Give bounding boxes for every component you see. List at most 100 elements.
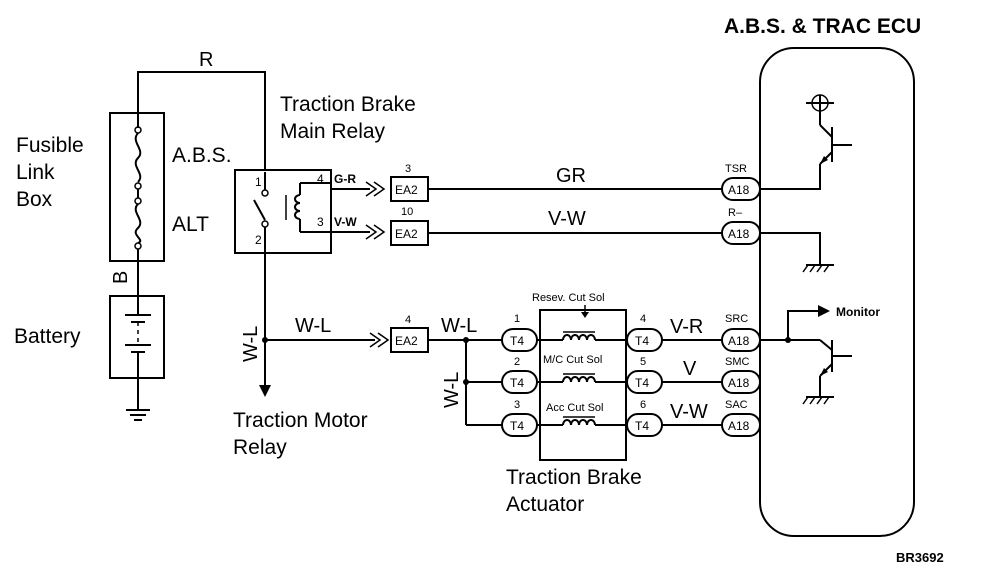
svg-text:3: 3 <box>405 163 411 175</box>
svg-text:GR: GR <box>556 165 586 187</box>
traction-brake-main-relay-label: Traction Brake Main Relay <box>280 93 416 143</box>
wire-wl: W-L <box>265 315 390 348</box>
svg-text:3: 3 <box>317 215 324 229</box>
svg-text:V: V <box>683 358 697 380</box>
traction-motor-relay-label: Traction Motor Relay <box>233 409 368 459</box>
svg-text:EA2: EA2 <box>395 183 418 197</box>
ecu-title: A.B.S. & TRAC ECU <box>724 15 921 38</box>
svg-text:SAC: SAC <box>725 399 748 411</box>
svg-text:Link: Link <box>16 161 55 184</box>
ground-symbol-battery <box>126 378 150 421</box>
svg-text:6: 6 <box>640 399 646 411</box>
svg-text:V-R: V-R <box>670 316 703 338</box>
svg-text:4: 4 <box>317 172 324 186</box>
abs-fuse-label: A.B.S. <box>172 144 232 167</box>
ecu-monitor-transistor <box>760 305 852 405</box>
svg-text:G-R: G-R <box>334 172 356 186</box>
svg-text:Traction Brake: Traction Brake <box>506 466 642 489</box>
traction-brake-actuator: Resev. Cut Sol M/C Cut Sol Acc Cut Sol <box>532 292 627 461</box>
wire-v: V <box>662 358 722 383</box>
svg-text:SMC: SMC <box>725 356 750 368</box>
battery <box>109 295 165 379</box>
connector-a18-src: SRC A18 <box>721 313 761 352</box>
svg-text:W-L: W-L <box>240 326 262 362</box>
battery-label: Battery <box>14 325 81 348</box>
svg-text:Relay: Relay <box>233 436 287 459</box>
svg-text:A18: A18 <box>728 376 750 390</box>
svg-text:T4: T4 <box>510 376 524 390</box>
svg-text:3: 3 <box>514 399 520 411</box>
wire-r: R <box>137 49 266 172</box>
connector-ea2-4: 4 EA2 <box>390 314 429 353</box>
wire-v-w-2: V-W <box>662 401 722 426</box>
connector-t4-3: 3 T4 <box>501 399 538 437</box>
connector-a18-tsr: TSR A18 <box>721 163 761 201</box>
svg-text:SRC: SRC <box>725 313 748 325</box>
ecu-transistor-tsr <box>760 94 852 190</box>
wire-v-r: V-R <box>662 316 722 341</box>
svg-text:A18: A18 <box>728 183 750 197</box>
monitor-label: Monitor <box>836 305 880 319</box>
svg-text:R–: R– <box>728 207 743 219</box>
svg-text:Acc Cut Sol: Acc Cut Sol <box>546 402 603 414</box>
svg-text:10: 10 <box>401 206 413 218</box>
svg-text:Box: Box <box>16 188 53 211</box>
connector-t4-5: 5 T4 <box>626 356 663 394</box>
svg-text:M/C Cut Sol: M/C Cut Sol <box>543 354 602 366</box>
connector-a18-smc: SMC A18 <box>721 356 761 394</box>
traction-brake-actuator-label: Traction Brake Actuator <box>506 466 642 516</box>
ecu-ground-r <box>760 232 834 273</box>
connector-t4-6: 6 T4 <box>626 399 663 437</box>
wire-g-r: G-R <box>331 172 386 197</box>
traction-brake-main-relay: 1 2 4 3 <box>234 169 332 254</box>
svg-text:TSR: TSR <box>725 163 747 175</box>
svg-text:EA2: EA2 <box>395 227 418 241</box>
svg-text:4: 4 <box>640 313 646 325</box>
svg-text:V-W: V-W <box>670 401 708 423</box>
svg-text:5: 5 <box>640 356 646 368</box>
svg-text:T4: T4 <box>510 334 524 348</box>
connector-a18-sac: SAC A18 <box>721 399 761 437</box>
svg-text:T4: T4 <box>635 419 649 433</box>
svg-text:EA2: EA2 <box>395 334 418 348</box>
svg-text:A18: A18 <box>728 334 750 348</box>
svg-text:T4: T4 <box>635 334 649 348</box>
svg-text:1: 1 <box>514 313 520 325</box>
connector-ea2-10: 10 EA2 <box>390 206 429 246</box>
svg-text:2: 2 <box>255 233 262 247</box>
wire-wl-actuator: W-L W-L <box>428 315 502 426</box>
fusible-link-box-label: Fusible Link Box <box>16 134 84 211</box>
svg-text:W-L: W-L <box>295 315 331 337</box>
svg-text:Resev. Cut Sol: Resev. Cut Sol <box>532 292 605 304</box>
svg-text:W-L: W-L <box>441 315 477 337</box>
svg-text:Main Relay: Main Relay <box>280 120 386 143</box>
figure-code: BR3692 <box>896 550 944 565</box>
connector-ea2-3: 3 EA2 <box>390 163 429 202</box>
svg-text:T4: T4 <box>635 376 649 390</box>
svg-text:V-W: V-W <box>334 215 357 229</box>
svg-text:Actuator: Actuator <box>506 493 584 516</box>
connector-t4-2: 2 T4 <box>501 356 538 394</box>
svg-text:R: R <box>199 49 213 71</box>
alt-fuse-label: ALT <box>172 213 209 236</box>
svg-text:Traction Motor: Traction Motor <box>233 409 368 432</box>
svg-text:Fusible: Fusible <box>16 134 84 157</box>
svg-text:2: 2 <box>514 356 520 368</box>
wire-v-w-small: V-W <box>331 215 386 240</box>
fusible-link-box <box>109 112 165 262</box>
ecu-box <box>759 47 915 537</box>
svg-text:A18: A18 <box>728 419 750 433</box>
svg-text:W-L: W-L <box>441 372 463 408</box>
connector-t4-1: 1 T4 <box>501 313 538 352</box>
svg-text:A18: A18 <box>728 227 750 241</box>
wire-vw: V-W <box>428 208 722 234</box>
svg-text:T4: T4 <box>510 419 524 433</box>
svg-text:1: 1 <box>255 175 262 189</box>
wire-wl-vertical: W-L <box>240 253 271 397</box>
connector-a18-r: R– A18 <box>721 207 761 245</box>
connector-t4-4: 4 T4 <box>626 313 663 352</box>
wire-b-label: B <box>110 271 132 284</box>
svg-text:4: 4 <box>405 314 411 326</box>
wire-gr: GR <box>428 165 722 190</box>
